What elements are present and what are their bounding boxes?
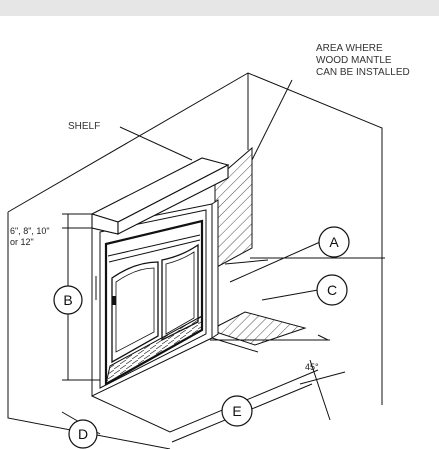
- callout-b-label: B: [63, 292, 72, 308]
- shelf-label: SHELF: [68, 121, 100, 132]
- area-label-line-2: WOOD MANTLE: [316, 55, 392, 66]
- area-label-line-1: AREA WHERE: [316, 43, 383, 54]
- heights-label-line-1: 6", 8", 10": [10, 226, 50, 236]
- callout-c: C: [316, 274, 348, 306]
- heights-label-line-2: or 12": [10, 237, 34, 247]
- area-label-line-3: CAN BE INSTALLED: [316, 67, 410, 78]
- leader-lines: [119, 79, 321, 301]
- callout-e: E: [221, 395, 253, 427]
- top-band: [0, 0, 439, 16]
- callout-b: B: [53, 285, 83, 315]
- callout-e-label: E: [232, 403, 241, 419]
- callout-d-label: D: [78, 426, 88, 442]
- angle-label: 45°: [305, 362, 319, 372]
- area-label: AREA WHERE WOOD MANTLE CAN BE INSTALLED: [316, 43, 410, 78]
- callout-c-label: C: [327, 282, 337, 298]
- callout-d: D: [68, 419, 98, 449]
- callout-a: A: [318, 226, 350, 258]
- shelf: [90, 157, 230, 235]
- callout-a-label: A: [329, 234, 339, 250]
- firebox-doors: [104, 219, 204, 386]
- wall-outline: [7, 72, 385, 449]
